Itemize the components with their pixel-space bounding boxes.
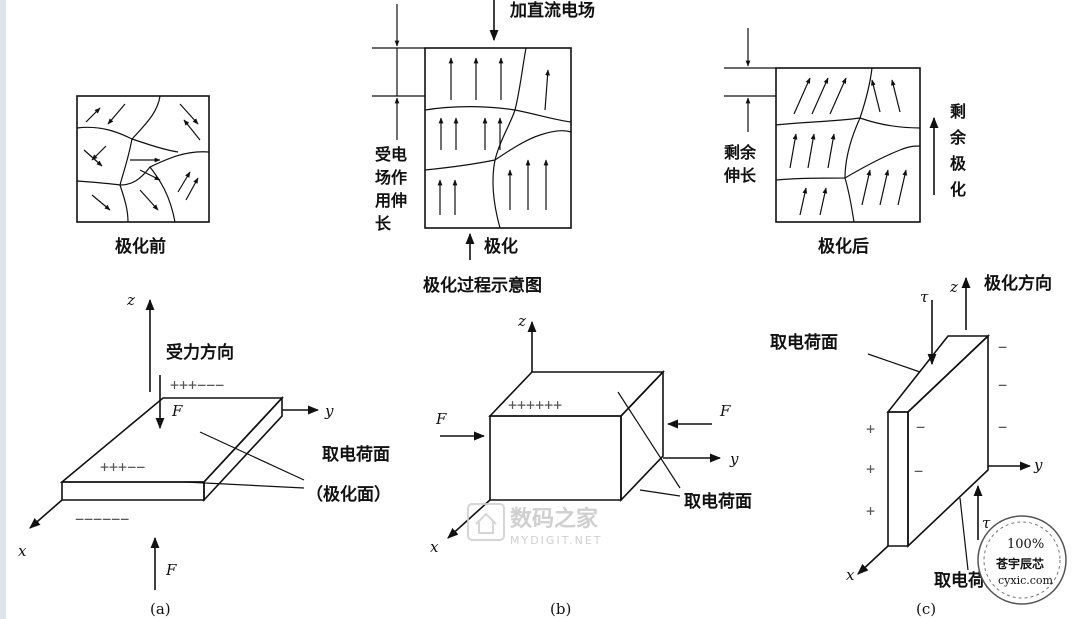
- after-label: 极化后: [818, 236, 869, 257]
- panel-b-electrode-label: 取电荷面: [684, 491, 752, 512]
- panel-a-force-dir-label: 受力方向: [166, 342, 234, 363]
- panel-c-y-label: y: [1033, 456, 1043, 474]
- panel-a-force-bottom-label: F: [165, 561, 177, 579]
- panel-b-x-label: x: [430, 538, 439, 556]
- panel-a-plate-side-face: [203, 395, 283, 503]
- panel-b-cube-front-face: [489, 415, 622, 501]
- domain-arrows-process: [437, 57, 550, 215]
- panel-b-leader-1: [617, 391, 681, 489]
- panel-c-minus-4: −: [998, 418, 1007, 436]
- panel-a-top-charges: +++−−−: [170, 376, 224, 394]
- domain-arrows-before: [83, 103, 201, 211]
- panel-b-top-charges: ++++++: [508, 396, 562, 414]
- field-elongation-label-2: 场作: [375, 168, 407, 187]
- field-elongation-label-4: 长: [375, 214, 392, 233]
- domain-arrows-after: [789, 77, 908, 216]
- panel-b-cube-side-face: [620, 370, 664, 502]
- before-label: 极化前: [115, 236, 166, 257]
- panel-b-force-right-label: F: [719, 402, 731, 420]
- panel-a-leader-2: [184, 481, 305, 489]
- dc-field-label: 加直流电场: [509, 0, 595, 21]
- domain-box-before: [76, 95, 210, 223]
- panel-b-leader-2: [639, 489, 681, 497]
- panel-c-plus-3: +: [866, 502, 875, 520]
- field-elongation-label-3: 用伸: [375, 191, 407, 210]
- panel-c-tau-bottom-label: τ: [982, 514, 991, 532]
- panel-c-slab-front-face: [887, 411, 909, 547]
- domain-walls-after: [775, 67, 921, 223]
- panel-a-bottom-charges: −−−−−−: [75, 510, 129, 528]
- domain-box-after: [775, 67, 921, 223]
- domain-walls-process: [424, 47, 572, 229]
- watermark-en: MYDIGIT.NET: [510, 534, 603, 547]
- watermark-cn: 数码之家: [510, 506, 599, 532]
- remnant-elongation-label-1: 剩余: [724, 143, 757, 162]
- domain-box-process: [424, 47, 572, 229]
- panel-c-plus-2: +: [866, 460, 875, 478]
- panel-c-plus-1: +: [866, 420, 875, 438]
- stamp-bottom-text: cyxic.com: [998, 574, 1054, 587]
- panel-c-slab-top-face: [886, 335, 991, 413]
- stamp-seal: 100% 苍宇辰芯 cyxic.com: [977, 515, 1067, 605]
- panel-b-cube: z ++++++ F F y x 取电荷面 (b): [430, 312, 752, 618]
- panel-a-force-top-label: F: [171, 402, 183, 420]
- panel-c-minus-5: −: [914, 462, 923, 480]
- remnant-elongation-label-2: 伸长: [723, 166, 757, 185]
- panel-c-tau-top-label: τ: [920, 288, 929, 306]
- panel-a-z-label: z: [126, 291, 135, 309]
- polarizing-process-panel: 加直流电场 受电 场: [372, 0, 595, 296]
- panel-a-y-label: y: [324, 402, 334, 420]
- panel-c-minus-2: −: [998, 376, 1007, 394]
- panel-c-leader-bottom: [959, 497, 969, 571]
- panel-c-x-axis: [857, 545, 889, 575]
- panel-a-leader-1: [199, 431, 305, 481]
- panel-a-caption: (a): [150, 600, 171, 618]
- watermark: 数码之家 MYDIGIT.NET: [467, 503, 603, 547]
- panel-c-caption: (c): [916, 600, 936, 618]
- panel-c-slab-side-face: [907, 334, 989, 548]
- panel-a-x-label: x: [18, 542, 27, 560]
- panel-a-x-axis: [29, 499, 63, 529]
- after-polarization-panel: 剩余 伸长 剩 余 极 化 极化后: [723, 28, 967, 257]
- panel-c-z-label: z: [949, 278, 958, 296]
- watermark-house-icon: [467, 503, 505, 541]
- panel-a-face-charges: +++−−: [100, 458, 145, 476]
- panel-c-x-label: x: [846, 566, 855, 584]
- panel-b-z-label: z: [517, 312, 526, 330]
- stamp-middle-text: 苍宇辰芯: [995, 556, 1044, 571]
- left-edge-strip: [0, 0, 6, 619]
- panel-a-plate-front-face: [61, 481, 205, 501]
- process-caption: 极化过程示意图: [423, 275, 542, 296]
- panel-c-minus-1: −: [998, 338, 1007, 356]
- remnant-polarization-char-3: 极: [950, 154, 967, 173]
- panel-a-electrode-label: 取电荷面: [322, 444, 390, 465]
- field-elongation-label-1: 受电: [375, 145, 407, 164]
- panel-b-force-left-label: F: [435, 410, 447, 428]
- panel-c-shear-plate: z 极化方向 τ τ y x + + + − − − − − 取电荷面 取电荷面…: [770, 273, 1052, 618]
- polarize-label: 极化: [484, 236, 518, 257]
- panel-c-electrode-top-label: 取电荷面: [770, 332, 838, 353]
- panel-b-caption: (b): [550, 600, 571, 618]
- before-polarization-panel: 极化前: [76, 95, 210, 257]
- domain-walls-before: [76, 95, 210, 223]
- panel-c-minus-3: −: [916, 418, 925, 436]
- remnant-polarization-char-2: 余: [949, 128, 967, 147]
- remnant-polarization-char-4: 化: [950, 180, 966, 199]
- panel-a-pole-label: （极化面）: [306, 484, 391, 505]
- panel-c-leader-top: [867, 353, 921, 373]
- stamp-top-text: 100%: [1007, 537, 1044, 552]
- remnant-polarization-char-1: 剩: [950, 102, 966, 121]
- panel-c-polar-dir-label: 极化方向: [984, 273, 1052, 294]
- panel-b-y-label: y: [729, 450, 739, 468]
- panel-a-thin-plate: z 受力方向 F +++−−− +++−− y x −−−−−− F 取电荷面 …: [18, 291, 391, 618]
